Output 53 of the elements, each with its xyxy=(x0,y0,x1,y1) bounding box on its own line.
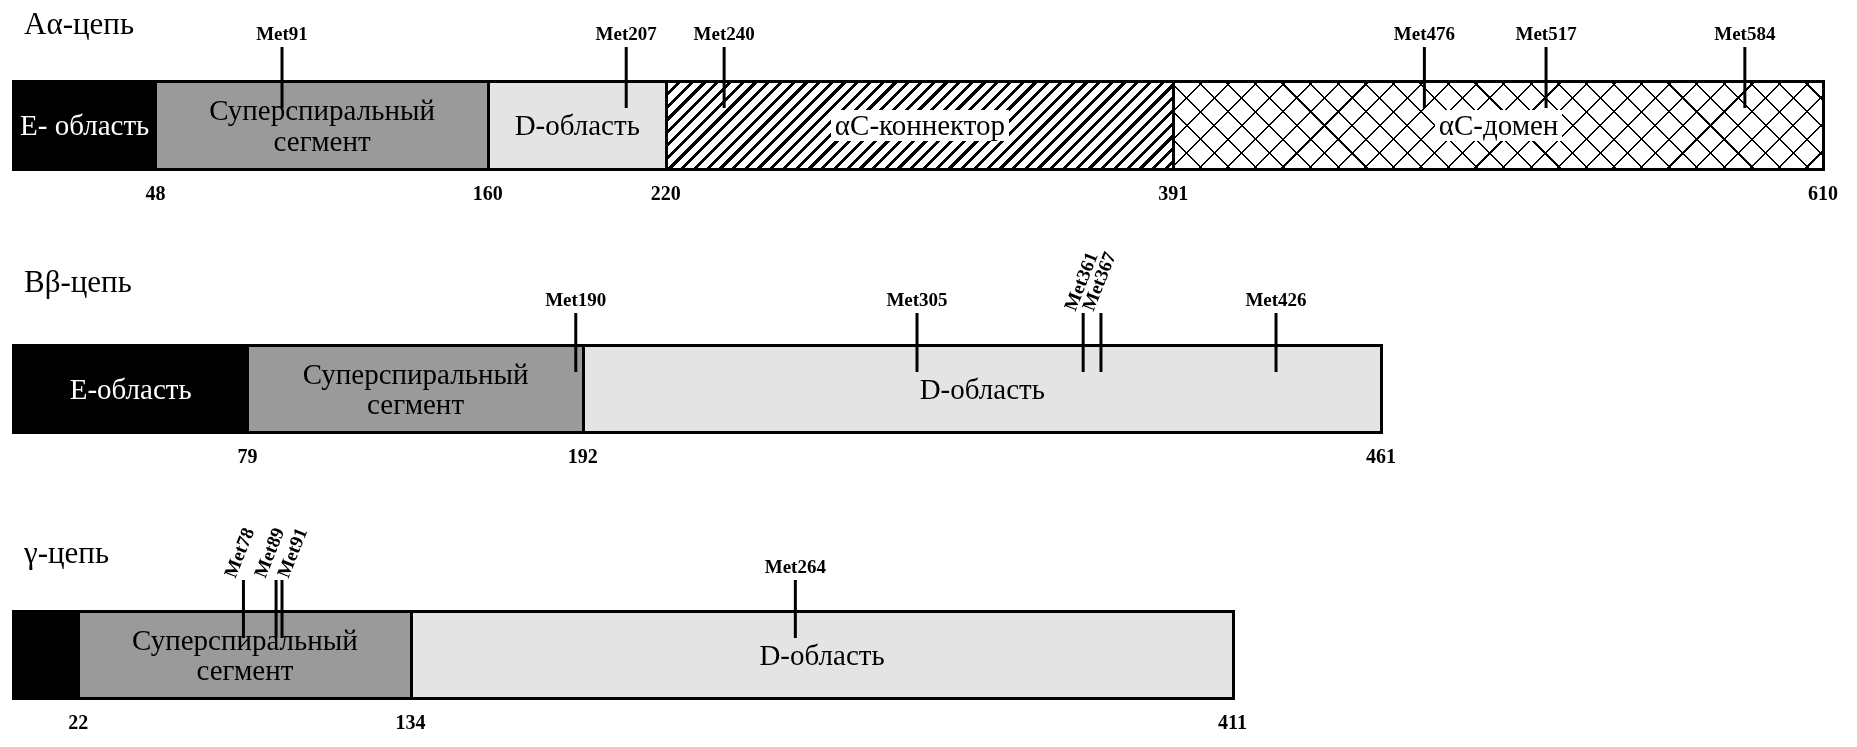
leader-line xyxy=(1081,313,1085,372)
leader-line xyxy=(1422,47,1426,108)
chain-title: γ-цепь xyxy=(24,537,110,568)
residue-label: Met240 xyxy=(693,24,755,43)
residue-number: 134 xyxy=(395,712,426,732)
leader-line xyxy=(793,580,797,638)
leader-line xyxy=(722,47,726,108)
residue-label: Met190 xyxy=(545,290,607,309)
leader-line xyxy=(280,47,284,108)
leader-line xyxy=(280,580,284,638)
leader-line xyxy=(1544,47,1548,108)
domain-label: D-область xyxy=(758,639,886,671)
domain-label: E-область xyxy=(68,373,193,405)
leader-line xyxy=(1274,313,1278,372)
domain-label: Суперспиральный сегмент xyxy=(208,95,436,156)
residue-number: 192 xyxy=(567,446,598,466)
domain-segment xyxy=(1172,80,1825,171)
domain-segment xyxy=(154,80,490,171)
leader-line xyxy=(241,580,245,638)
residue-number: 220 xyxy=(650,183,681,203)
residue-label: Met517 xyxy=(1515,24,1577,43)
residue-number: 22 xyxy=(68,712,89,732)
domain-segment xyxy=(77,610,413,700)
residue-number: 391 xyxy=(1158,183,1189,203)
domain-label: Суперспиральный сегмент xyxy=(301,358,530,420)
leader-line xyxy=(1743,47,1747,108)
leader-line xyxy=(1099,313,1103,372)
domain-segment xyxy=(246,344,585,434)
domain-label: D-область xyxy=(513,110,641,141)
domain-label: αC-домен xyxy=(1434,110,1563,141)
leader-line xyxy=(574,313,578,372)
domain-label: Суперспиральный сегмент xyxy=(131,624,359,686)
residue-number: 610 xyxy=(1808,183,1838,203)
residue-number: 411 xyxy=(1218,712,1247,732)
domain-label: E- область xyxy=(19,110,151,141)
residue-label: Met426 xyxy=(1245,290,1307,309)
residue-number: 48 xyxy=(145,183,166,203)
residue-label: Met305 xyxy=(886,290,948,309)
residue-label: Met584 xyxy=(1714,24,1776,43)
leader-line xyxy=(624,47,628,108)
leader-line xyxy=(915,313,919,372)
leader-line xyxy=(274,580,278,638)
chain-title: Bβ-цепь xyxy=(24,266,132,297)
domain-label: D-область xyxy=(918,373,1046,405)
residue-label: Met207 xyxy=(595,24,657,43)
domain-label: αC-коннектор xyxy=(830,110,1010,141)
residue-label: Met264 xyxy=(764,557,826,576)
residue-number: 79 xyxy=(237,446,258,466)
residue-label: Met91 xyxy=(256,24,308,43)
chain-title: Aα-цепь xyxy=(24,8,135,39)
residue-number: 160 xyxy=(472,183,503,203)
residue-number: 461 xyxy=(1365,446,1396,466)
residue-label: Met476 xyxy=(1393,24,1455,43)
